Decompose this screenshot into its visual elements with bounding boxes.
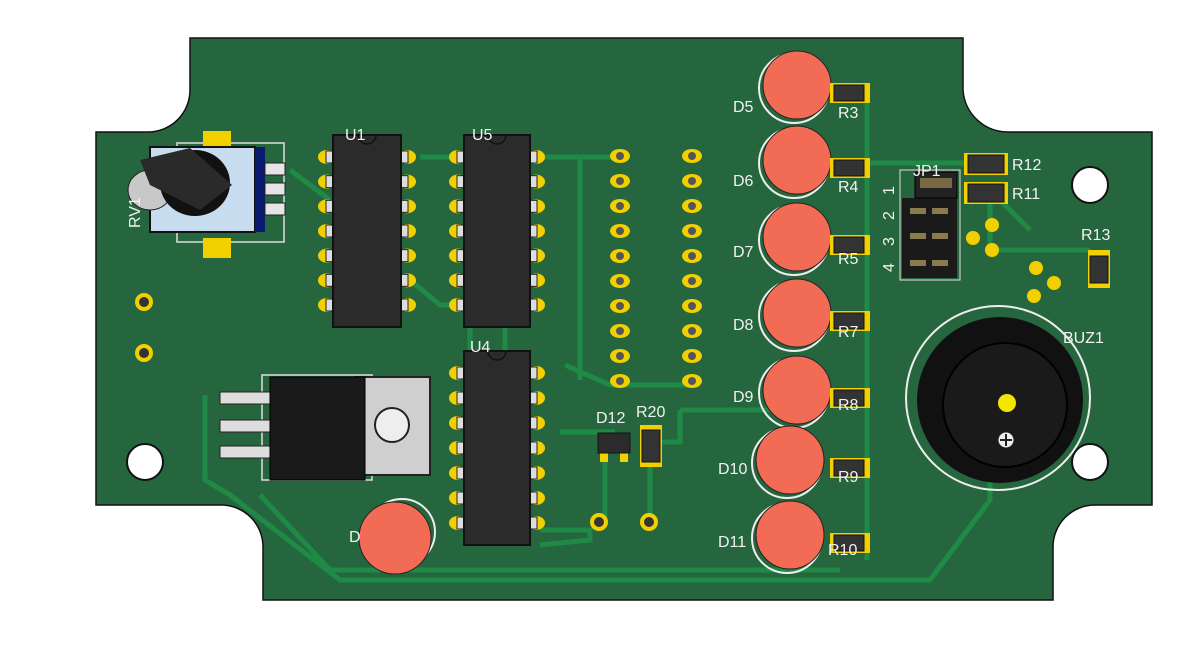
resistor: [833, 84, 865, 102]
header-hole: [616, 227, 624, 235]
resistor-r13: [1089, 255, 1109, 284]
label-d6: D6: [733, 173, 754, 190]
label-u5: U5: [472, 127, 493, 144]
chip-notch: [487, 350, 507, 361]
label-r11: R11: [1012, 186, 1040, 203]
label-r13: R13: [1081, 227, 1110, 244]
header-hole: [688, 177, 696, 185]
label-d12: D12: [596, 410, 625, 427]
test-pads: [135, 293, 153, 362]
led: [762, 202, 832, 272]
label-jp-pin4: 4: [881, 263, 898, 272]
potentiometer-rv1: [127, 131, 286, 258]
resistor: [967, 154, 1005, 174]
header-hole: [616, 277, 624, 285]
ic-u5: [449, 134, 545, 328]
chip-body: [463, 350, 531, 546]
header-hole: [688, 152, 696, 160]
resistor: [833, 312, 865, 330]
header-hole: [688, 352, 696, 360]
label-r7: R7: [838, 324, 859, 341]
header-hole: [616, 177, 624, 185]
chip-body: [332, 134, 402, 328]
header-hole: [688, 377, 696, 385]
header-hole: [616, 327, 624, 335]
ic-u4: [449, 350, 545, 546]
chip-notch: [487, 134, 507, 145]
label-r8: R8: [838, 397, 859, 414]
header-hole: [616, 302, 624, 310]
resistor: [833, 534, 865, 552]
ic-u1: [318, 134, 416, 328]
resistor: [833, 459, 865, 477]
header-hole: [688, 252, 696, 260]
led: [762, 278, 832, 348]
resistor: [967, 183, 1005, 203]
mount-hole: [1071, 443, 1109, 481]
resistor: [833, 236, 865, 254]
label-jp1: JP1: [913, 163, 941, 180]
label-r9: R9: [838, 469, 859, 486]
label-r4: R4: [838, 179, 859, 196]
led: [762, 50, 832, 120]
led: [762, 355, 832, 425]
label-d5: D5: [733, 99, 754, 116]
header-hole: [688, 327, 696, 335]
label-jp-pin1: 1: [881, 186, 898, 195]
led: [755, 500, 825, 570]
label-jp-pin2: 2: [881, 211, 898, 220]
header-hole: [616, 202, 624, 210]
header-hole: [688, 202, 696, 210]
header-hole: [616, 152, 624, 160]
label-d11: D11: [718, 534, 746, 551]
label-d8: D8: [733, 317, 754, 334]
chip-body: [463, 134, 531, 328]
chip-notch: [357, 134, 377, 145]
label-buz1: BUZ1: [1063, 330, 1104, 347]
transistor-d12: [597, 432, 631, 462]
led: [755, 425, 825, 495]
label-jp-pin3: 3: [881, 237, 898, 246]
label-r20: R20: [636, 404, 665, 421]
label-rv1: RV1: [127, 197, 144, 228]
resistor: [833, 159, 865, 177]
mount-hole: [126, 443, 164, 481]
label-d10: D10: [718, 461, 747, 478]
resistor: [833, 389, 865, 407]
label-d7: D7: [733, 244, 754, 261]
label-u4: U4: [470, 339, 491, 356]
label-r12: R12: [1012, 157, 1041, 174]
label-u1: U1: [345, 127, 366, 144]
header-hole: [688, 277, 696, 285]
label-d-hidden: D: [349, 529, 361, 546]
voltage-regulator: [219, 374, 431, 481]
resistor-r20: [640, 425, 662, 467]
led: [762, 125, 832, 195]
jumper-header-jp1[interactable]: [899, 169, 961, 281]
label-r3: R3: [838, 105, 859, 122]
header-hole: [616, 252, 624, 260]
label-d9: D9: [733, 389, 754, 406]
led-bottom-left: [358, 498, 436, 575]
label-r10: R10: [828, 542, 857, 559]
header-hole: [616, 377, 624, 385]
header-hole: [688, 302, 696, 310]
header-hole: [688, 227, 696, 235]
header-hole: [616, 352, 624, 360]
buzzer-buz1: [905, 305, 1091, 491]
mount-hole: [1071, 166, 1109, 204]
label-r5: R5: [838, 251, 859, 268]
